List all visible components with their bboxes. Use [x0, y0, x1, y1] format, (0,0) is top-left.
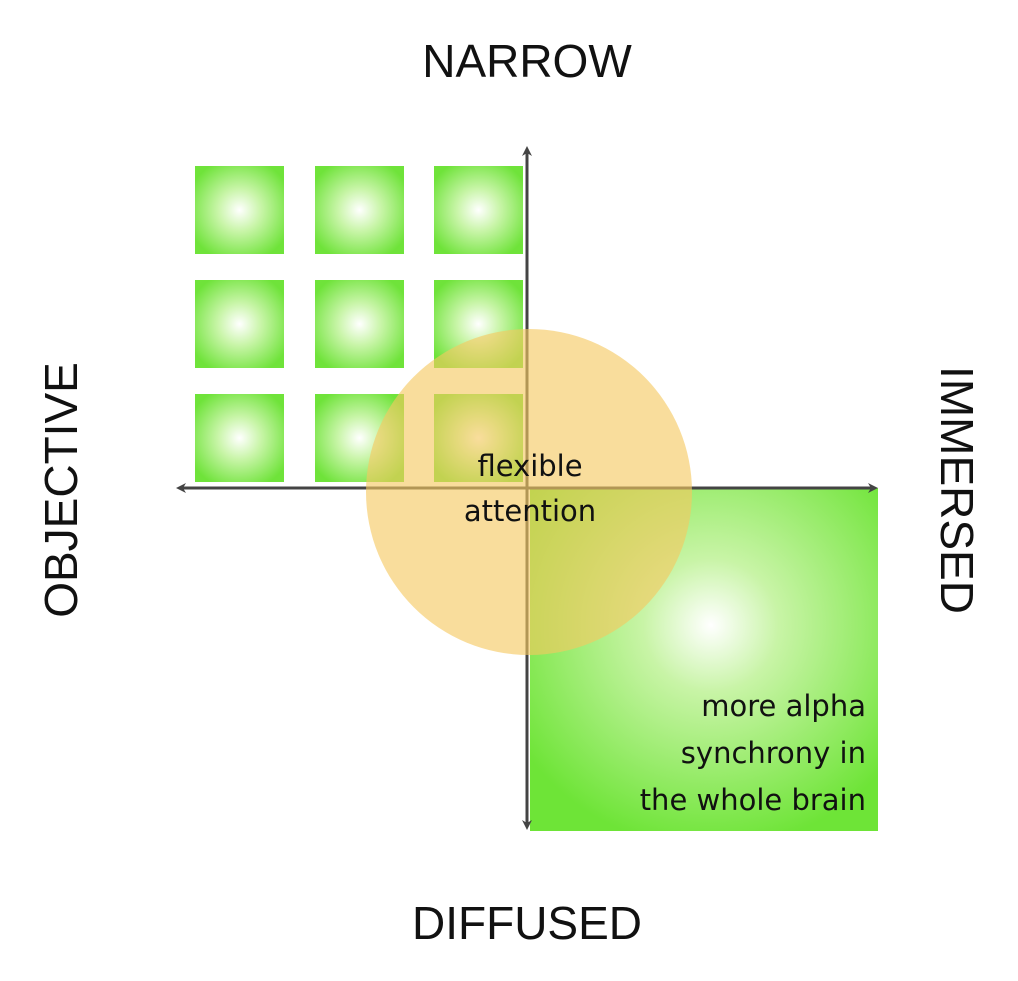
circle-text-line-2: attention: [464, 494, 596, 528]
axis-label-bottom: DIFFUSED: [412, 897, 642, 949]
box-text-line-2: synchrony in: [681, 736, 866, 770]
axis-label-top: NARROW: [422, 35, 632, 87]
grid-square: [195, 166, 284, 254]
axis-label-left: OBJECTIVE: [35, 362, 87, 618]
circle-text-line-1: flexible: [477, 449, 582, 483]
grid-square: [315, 166, 404, 254]
axis-label-right: IMMERSED: [931, 366, 983, 614]
grid-square: [195, 394, 284, 482]
flexible-attention-circle: [366, 329, 692, 655]
box-text-line-3: the whole brain: [640, 783, 866, 817]
box-text-line-1: more alpha: [701, 689, 866, 723]
grid-square: [195, 280, 284, 368]
grid-square: [434, 166, 523, 254]
grid-square: [315, 280, 404, 368]
